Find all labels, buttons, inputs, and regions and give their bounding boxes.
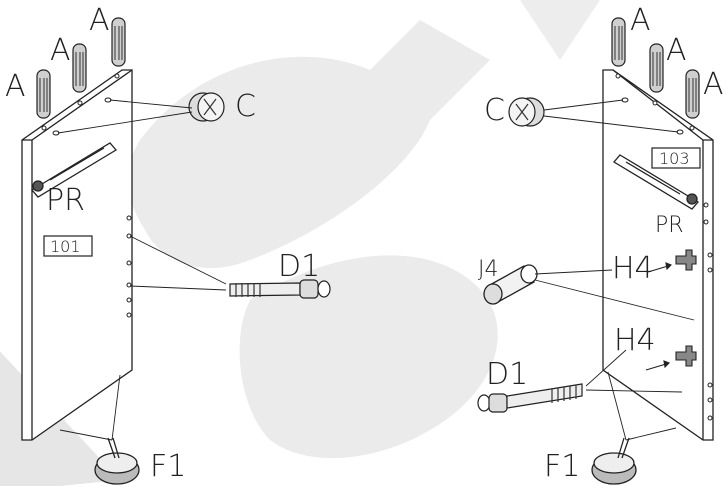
hinge-plate-icon xyxy=(645,249,697,371)
cam-lock-icon xyxy=(508,97,545,127)
left-board-holes xyxy=(41,73,132,318)
label-pr: PR xyxy=(655,213,684,238)
label-f1: F1 xyxy=(150,449,186,484)
leader-lines xyxy=(129,235,227,291)
rail-icon xyxy=(31,142,117,198)
bolt-icon xyxy=(477,383,583,413)
label-h4: H4 xyxy=(614,323,656,358)
leader-lines xyxy=(534,269,695,321)
rail-icon xyxy=(613,154,699,210)
leader-lines xyxy=(585,349,683,393)
label-h4: H4 xyxy=(612,251,654,286)
label-a: A xyxy=(703,67,724,102)
label-pr: PR xyxy=(46,183,85,218)
label-d1: D1 xyxy=(278,249,320,284)
dowel-icon xyxy=(36,17,126,119)
foot-icon xyxy=(591,437,637,485)
leader-lines xyxy=(607,371,677,441)
watermark xyxy=(0,0,600,486)
part-number-box xyxy=(651,147,701,169)
label-j4: J4 xyxy=(478,257,499,282)
pin-icon xyxy=(483,264,538,305)
part-number: 103 xyxy=(659,149,690,168)
leader-lines xyxy=(57,99,193,134)
label-d1: D1 xyxy=(486,357,528,392)
part-number: 101 xyxy=(50,237,81,256)
label-c: C xyxy=(484,93,505,128)
dowel-icon xyxy=(611,17,700,119)
label-a: A xyxy=(5,69,26,104)
bolt-icon xyxy=(229,279,331,299)
label-a: A xyxy=(50,33,71,68)
part-number-box xyxy=(43,235,93,257)
leader-lines xyxy=(543,99,679,133)
foot-icon xyxy=(94,437,140,485)
right-board-holes xyxy=(615,73,713,421)
leader-lines xyxy=(59,374,121,441)
cam-lock-icon xyxy=(188,92,225,122)
label-f1: F1 xyxy=(544,449,580,484)
label-a: A xyxy=(89,3,110,38)
label-a: A xyxy=(630,3,651,38)
label-a: A xyxy=(666,33,687,68)
label-c: C xyxy=(235,89,256,124)
